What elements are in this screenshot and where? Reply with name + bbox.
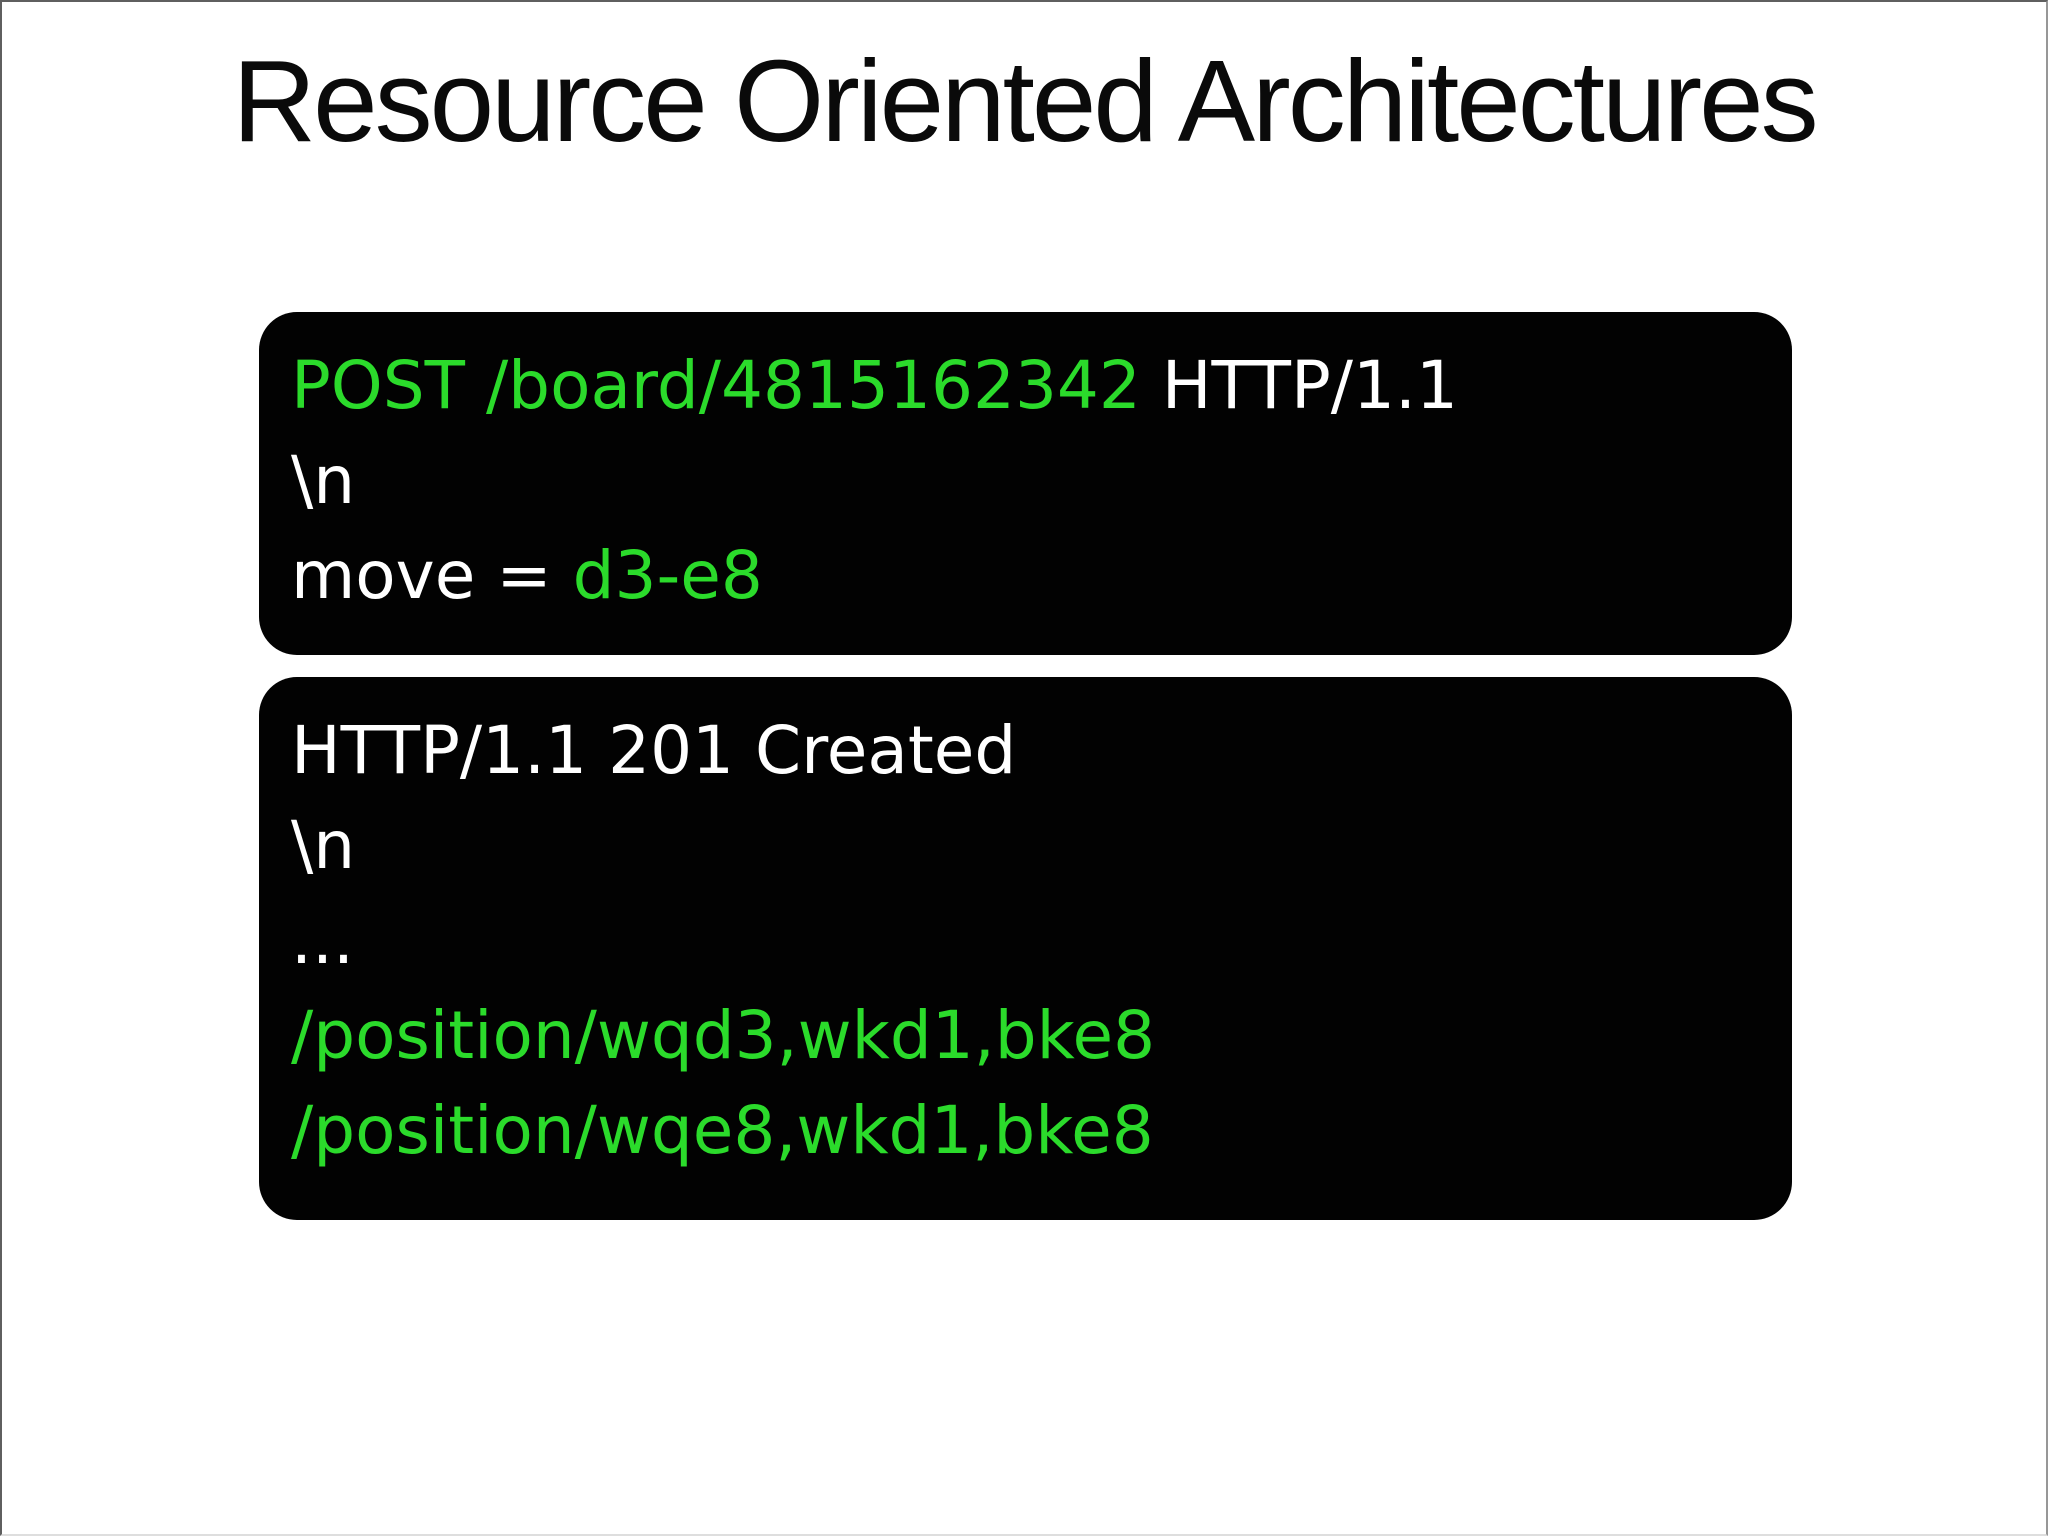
code-segment: /position/wqd3,wkd1,bke8 bbox=[291, 997, 1156, 1074]
response-box: HTTP/1.1 201 Created \n... /position/wqd3,… bbox=[259, 677, 1792, 1220]
code-segment: HTTP/1.1 201 Created bbox=[291, 712, 1017, 789]
code-line: \n bbox=[291, 798, 1760, 893]
code-segment: \n bbox=[291, 442, 356, 519]
code-segment: POST /board/4815162342 bbox=[291, 347, 1141, 424]
code-segment: /position/wqe8,wkd1,bke8 bbox=[291, 1092, 1154, 1169]
request-box: POST /board/4815162342 HTTP/1.1 \n move = … bbox=[259, 312, 1792, 655]
slide-title: Resource Oriented Architectures bbox=[232, 36, 1818, 166]
code-line: /position/wqe8,wkd1,bke8 bbox=[291, 1083, 1760, 1178]
code-line: /position/wqd3,wkd1,bke8 bbox=[291, 988, 1760, 1083]
code-segment: \n bbox=[291, 807, 356, 884]
code-segment: move = bbox=[291, 537, 573, 614]
code-segment: HTTP/1.1 bbox=[1140, 347, 1458, 424]
code-line: POST /board/4815162342 HTTP/1.1 bbox=[291, 338, 1760, 433]
code-line: HTTP/1.1 201 Created bbox=[291, 703, 1760, 798]
code-segment: ... bbox=[291, 902, 354, 979]
code-line: move = d3-e8 bbox=[291, 528, 1760, 623]
code-segment: d3-e8 bbox=[572, 537, 763, 614]
code-line: ... bbox=[291, 893, 1760, 988]
code-line: \n bbox=[291, 433, 1760, 528]
